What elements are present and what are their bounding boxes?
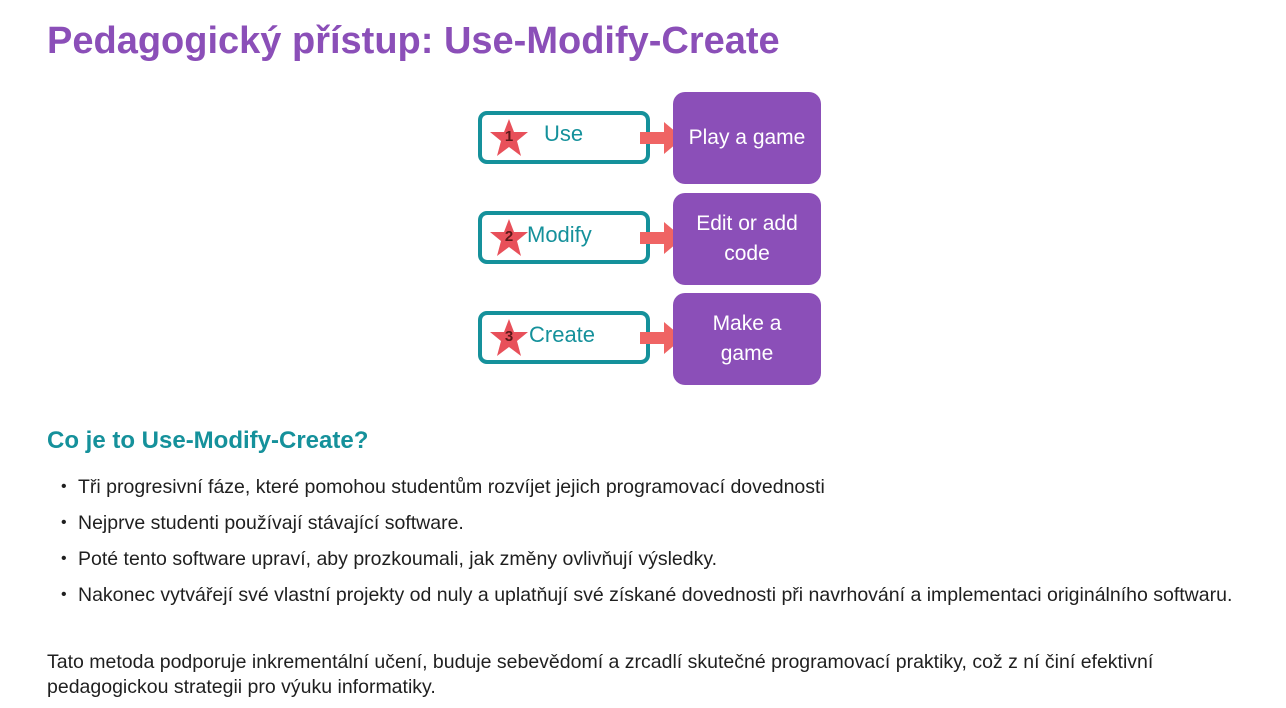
bullet-icon: • <box>61 514 67 531</box>
stage-number: 1 <box>504 128 514 145</box>
stage-label-use: Use <box>544 121 584 146</box>
result-box-play: Play a game <box>673 92 821 184</box>
result-box-edit: Edit or add code <box>673 193 821 285</box>
list-item: •Nejprve studenti používají stávající so… <box>61 512 464 534</box>
list-item: •Poté tento software upraví, aby prozkou… <box>61 548 718 570</box>
arrow-right-icon <box>640 121 684 160</box>
bullet-icon: • <box>61 550 67 567</box>
star-icon: 1 <box>489 118 529 158</box>
section-subtitle: Co je to Use-Modify-Create? <box>47 427 369 454</box>
result-box-make: Make a game <box>673 293 821 385</box>
bullet-list: •Tři progresivní fáze, které pomohou stu… <box>57 474 1257 618</box>
list-item: •Nakonec vytvářejí své vlastní projekty … <box>61 584 1233 606</box>
use-modify-create-diagram: 1 Use Play a game 2 Modify Edit or add c… <box>478 92 821 385</box>
stage-label-modify: Modify <box>527 222 592 247</box>
arrow-right-icon <box>640 221 684 260</box>
stage-label-create: Create <box>529 322 596 347</box>
bullet-icon: • <box>61 478 67 495</box>
bullet-icon: • <box>61 586 67 603</box>
list-item: •Tři progresivní fáze, které pomohou stu… <box>61 476 825 498</box>
summary-paragraph: Tato metoda podporuje inkrementální učen… <box>47 651 1154 698</box>
arrow-right-icon <box>640 321 684 360</box>
star-icon: 3 <box>489 318 529 358</box>
star-icon: 2 <box>489 218 529 258</box>
stage-number: 3 <box>504 328 514 345</box>
stage-number: 2 <box>504 228 514 245</box>
slide-title: Pedagogický přístup: Use-Modify-Create <box>47 20 780 62</box>
